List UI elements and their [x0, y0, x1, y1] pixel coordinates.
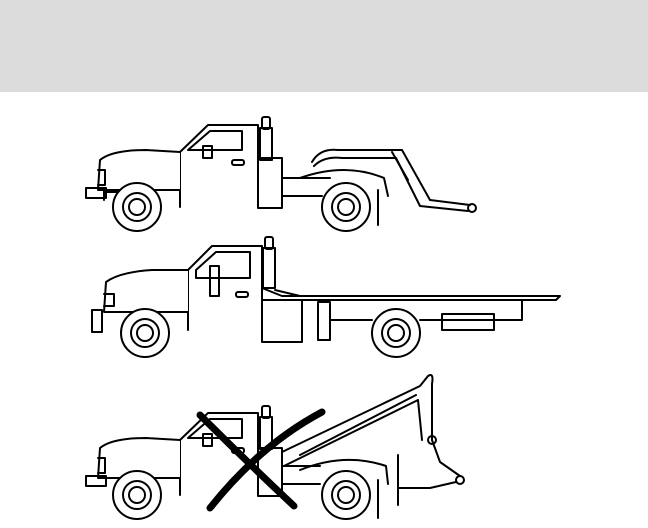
front-wheel: [113, 183, 161, 231]
front-wheel: [121, 309, 169, 357]
wheel-lift-truck: [86, 117, 476, 231]
rear-wheel: [322, 183, 370, 231]
rear-wheel: [322, 471, 370, 519]
front-wheel: [113, 471, 161, 519]
header-band: [0, 0, 648, 92]
flatbed-truck: [92, 237, 560, 357]
rear-wheel: [372, 309, 420, 357]
towing-methods-figure: [0, 92, 648, 528]
